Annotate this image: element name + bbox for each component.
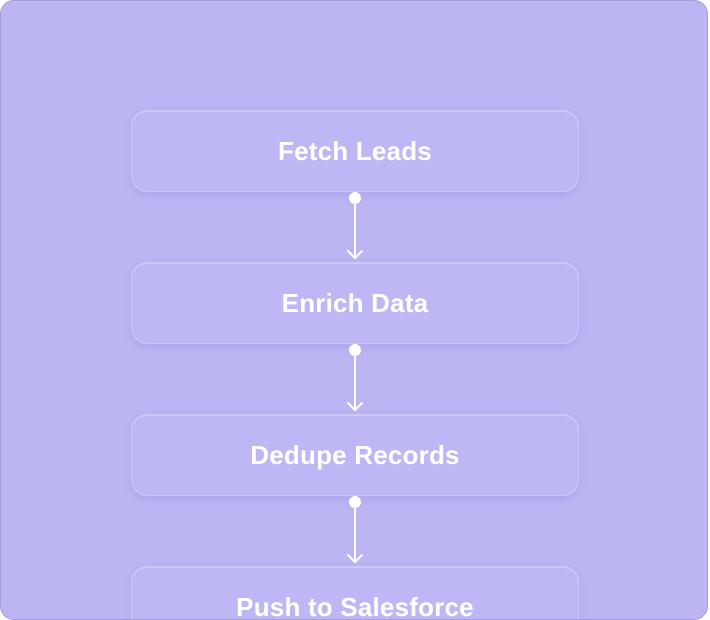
step-dedupe-records[interactable]: Dedupe Records xyxy=(131,414,579,496)
step-push-to-salesforce[interactable]: Push to Salesforce xyxy=(131,566,579,620)
step-fetch-leads[interactable]: Fetch Leads xyxy=(131,110,579,192)
connector-arrow xyxy=(345,190,365,260)
step-label: Dedupe Records xyxy=(250,440,459,471)
step-label: Enrich Data xyxy=(282,288,429,319)
step-label: Fetch Leads xyxy=(278,136,432,167)
connector-arrow xyxy=(345,494,365,564)
step-enrich-data[interactable]: Enrich Data xyxy=(131,262,579,344)
connector-arrow xyxy=(345,342,365,412)
